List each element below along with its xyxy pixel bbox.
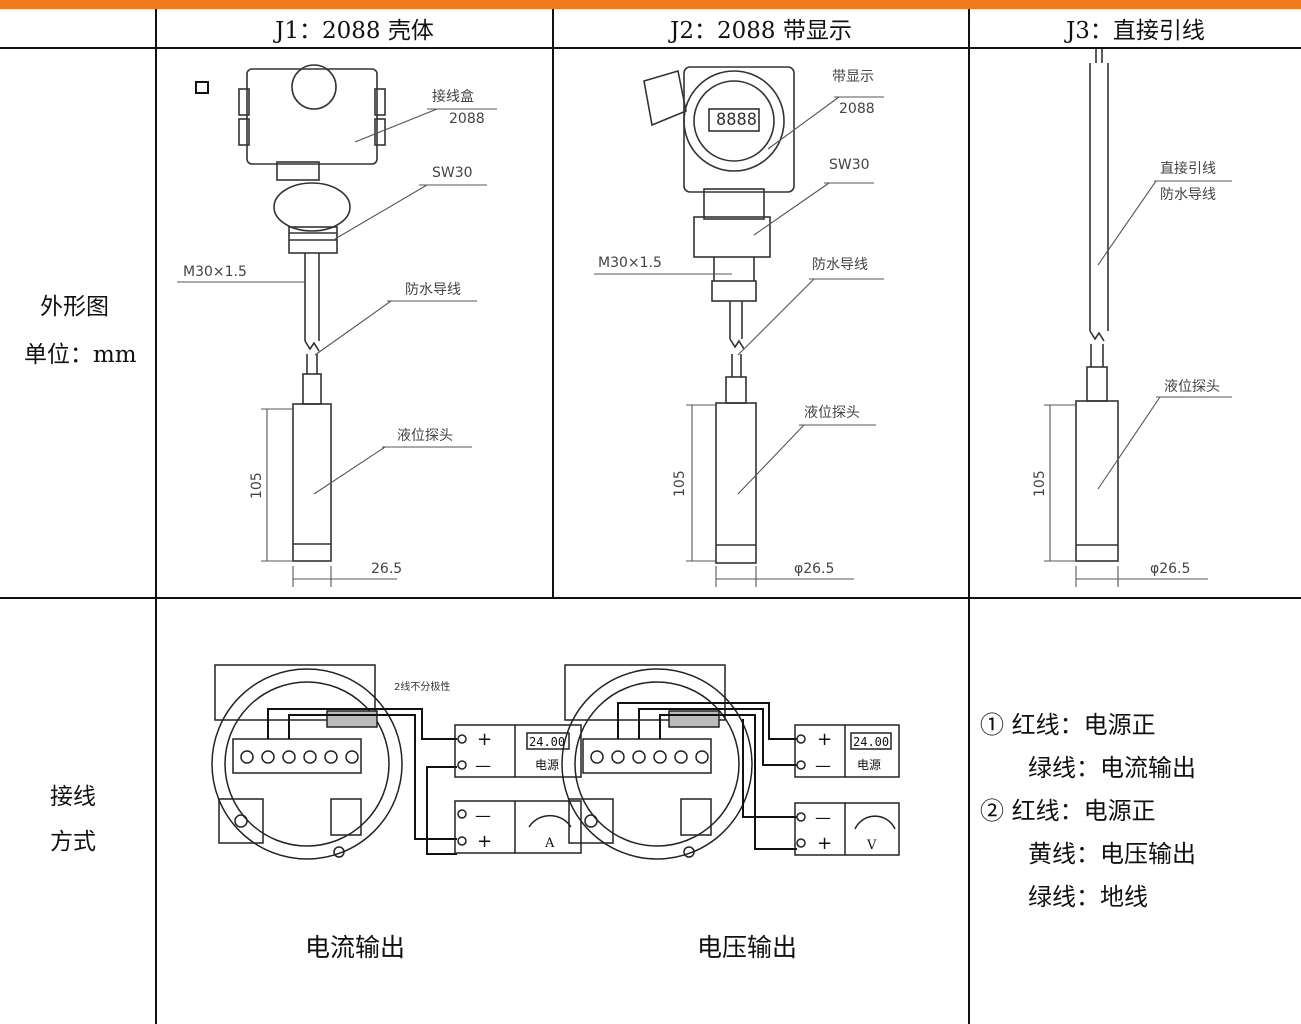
psu-minus-right: — bbox=[815, 756, 831, 775]
psu-minus-left: — bbox=[475, 756, 491, 775]
j2-lcd-digits: 8888 bbox=[716, 110, 757, 130]
table-row-divider-1 bbox=[0, 47, 1301, 49]
j1-label-wrench: SW30 bbox=[432, 165, 473, 181]
table-row-divider-2 bbox=[0, 597, 1301, 599]
j2-label-wrench: SW30 bbox=[829, 157, 870, 173]
row-label-method: 方式 bbox=[50, 829, 96, 855]
j2-outline-drawing: 8888 带显示 2088 SW30 M30×1.5 防水导线 液位探头 105… bbox=[594, 66, 884, 587]
j1-label-thread: M30×1.5 bbox=[183, 264, 247, 280]
j3-outline-drawing: 直接引线 防水导线 液位探头 105 φ26.5 bbox=[1032, 49, 1232, 587]
ammeter-label: A bbox=[544, 836, 555, 851]
wiring-line-5: 绿线：地线 bbox=[1028, 883, 1148, 911]
j2-label-diameter: φ26.5 bbox=[794, 561, 834, 577]
wiring-color-list: ① 红线：电源正 绿线：电流输出 ② 红线：电源正 黄线：电压输出 绿线：地线 bbox=[980, 704, 1196, 919]
j2-label-length: 105 bbox=[672, 470, 688, 497]
header-j3: J3：直接引线 bbox=[1066, 18, 1205, 44]
psu-label-left: 电源 bbox=[535, 758, 559, 772]
wiring-line-2: 绿线：电流输出 bbox=[1028, 754, 1196, 782]
row-label-wiring: 接线 bbox=[50, 784, 96, 810]
j2-label-display: 带显示 bbox=[832, 69, 874, 85]
row-label-unit: 单位：mm bbox=[24, 342, 137, 368]
j3-label-cable: 防水导线 bbox=[1160, 187, 1216, 203]
caption-voltage-output: 电压输出 bbox=[697, 933, 798, 962]
table-border-mid bbox=[552, 9, 554, 598]
meter-minus-right: — bbox=[815, 808, 831, 827]
meter-plus-left: + bbox=[477, 831, 492, 852]
wiring-line-4: 黄线：电压输出 bbox=[1028, 840, 1196, 868]
wiring-diagrams: 2线不分极性 24.00 电源 + — — + A 24.00 电源 + — bbox=[211, 664, 900, 860]
j2-label-model: 2088 bbox=[839, 101, 875, 117]
j1-label-junction-box: 接线盒 bbox=[432, 88, 474, 105]
psu-value-right: 24.00 bbox=[853, 735, 889, 749]
wiring-line-1: ① 红线：电源正 bbox=[980, 711, 1156, 739]
j1-label-diameter: 26.5 bbox=[371, 561, 402, 577]
j1-label-model: 2088 bbox=[449, 111, 485, 127]
header-j2: J2：2088 带显示 bbox=[670, 18, 852, 44]
j3-label-diameter: φ26.5 bbox=[1150, 561, 1190, 577]
j3-label-length: 105 bbox=[1032, 470, 1048, 497]
table-border-right bbox=[968, 9, 970, 1024]
j3-label-direct: 直接引线 bbox=[1160, 160, 1216, 177]
j2-label-cable: 防水导线 bbox=[812, 257, 868, 273]
header-j1: J1：2088 壳体 bbox=[275, 18, 434, 44]
psu-value-left: 24.00 bbox=[529, 735, 565, 749]
meter-plus-right: + bbox=[817, 833, 832, 854]
j2-label-thread: M30×1.5 bbox=[598, 255, 662, 271]
wiring-note: 2线不分极性 bbox=[394, 680, 450, 693]
meter-minus-left: — bbox=[475, 806, 491, 825]
j1-label-cable: 防水导线 bbox=[405, 282, 461, 298]
row-label-outline: 外形图 bbox=[40, 294, 109, 320]
voltmeter-label: V bbox=[866, 838, 877, 853]
j2-label-probe: 液位探头 bbox=[804, 405, 860, 421]
j1-label-length: 105 bbox=[249, 472, 265, 499]
psu-plus-left: + bbox=[477, 729, 492, 750]
j1-outline-drawing: 接线盒 2088 SW30 M30×1.5 防水导线 液位探头 105 26.5 bbox=[177, 64, 497, 587]
top-accent-bar bbox=[0, 0, 1301, 9]
psu-plus-right: + bbox=[817, 729, 832, 750]
table-border-left bbox=[155, 9, 157, 1024]
j1-label-probe: 液位探头 bbox=[397, 428, 453, 444]
psu-label-right: 电源 bbox=[857, 758, 881, 772]
caption-current-output: 电流输出 bbox=[305, 933, 406, 962]
wiring-line-3: ② 红线：电源正 bbox=[980, 797, 1156, 825]
j3-label-probe: 液位探头 bbox=[1164, 379, 1220, 395]
